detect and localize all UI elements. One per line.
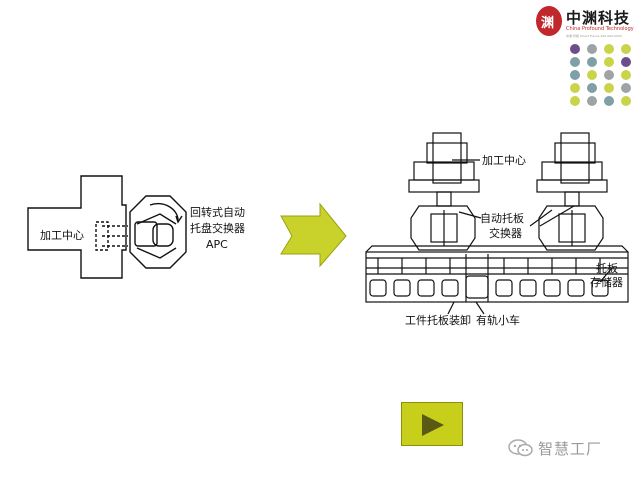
accent-dot (621, 44, 631, 54)
accent-dot (570, 83, 580, 93)
pallet-changer-label-line2: 交换器 (489, 227, 522, 240)
logo-name: 中渊科技 (566, 9, 631, 27)
machining-center-label: 加工中心 (40, 229, 84, 242)
accent-dot (587, 83, 597, 93)
wechat-watermark: 智慧工厂 (508, 436, 640, 460)
accent-dot (604, 83, 614, 93)
accent-dots (560, 40, 640, 112)
apc-label-line2: 托盘交换器 (190, 222, 245, 235)
loading-station-label: 工件托板装卸 (405, 314, 471, 327)
accent-dot (587, 70, 597, 80)
accent-dot (587, 57, 597, 67)
transition-arrow (280, 202, 347, 268)
accent-dot (587, 96, 597, 106)
pallet-storage-label-line2: 存储器 (590, 276, 623, 289)
machining-center-outline (27, 175, 128, 279)
accent-dot (570, 96, 580, 106)
accent-dot (570, 44, 580, 54)
play-button[interactable] (401, 402, 463, 446)
play-icon (422, 414, 444, 436)
accent-dot (621, 83, 631, 93)
pallet-storage-rack (365, 245, 629, 315)
accent-dot (621, 70, 631, 80)
accent-dot (604, 57, 614, 67)
pallet-storage-label-line1: 托板 (596, 262, 618, 275)
right-machining-centers (408, 132, 608, 251)
accent-dot (604, 70, 614, 80)
pallet-changer-label-line1: 自动托板 (480, 212, 524, 225)
accent-dot (570, 57, 580, 67)
accent-dot (587, 44, 597, 54)
company-logo: 渊 中渊科技 China Profound Technology 中渊·智能 S… (536, 4, 640, 44)
logo-english-name: China Profound Technology (566, 26, 634, 32)
apc-label-line3: APC (206, 238, 228, 251)
accent-dot (621, 96, 631, 106)
rotary-apc (129, 195, 187, 269)
watermark-text: 智慧工厂 (538, 440, 603, 458)
rail-cart-label: 有轨小车 (476, 314, 520, 327)
wechat-icon (508, 439, 533, 457)
accent-dot (570, 70, 580, 80)
accent-dot (604, 96, 614, 106)
right-machining-center-label: 加工中心 (482, 154, 526, 167)
accent-dot (604, 44, 614, 54)
apc-label-line1: 回转式自动 (190, 206, 245, 219)
logo-seal: 渊 (536, 6, 562, 36)
accent-dot (621, 57, 631, 67)
logo-tagline: 中渊·智能 Smart Future 400-000-0000 (566, 34, 622, 38)
